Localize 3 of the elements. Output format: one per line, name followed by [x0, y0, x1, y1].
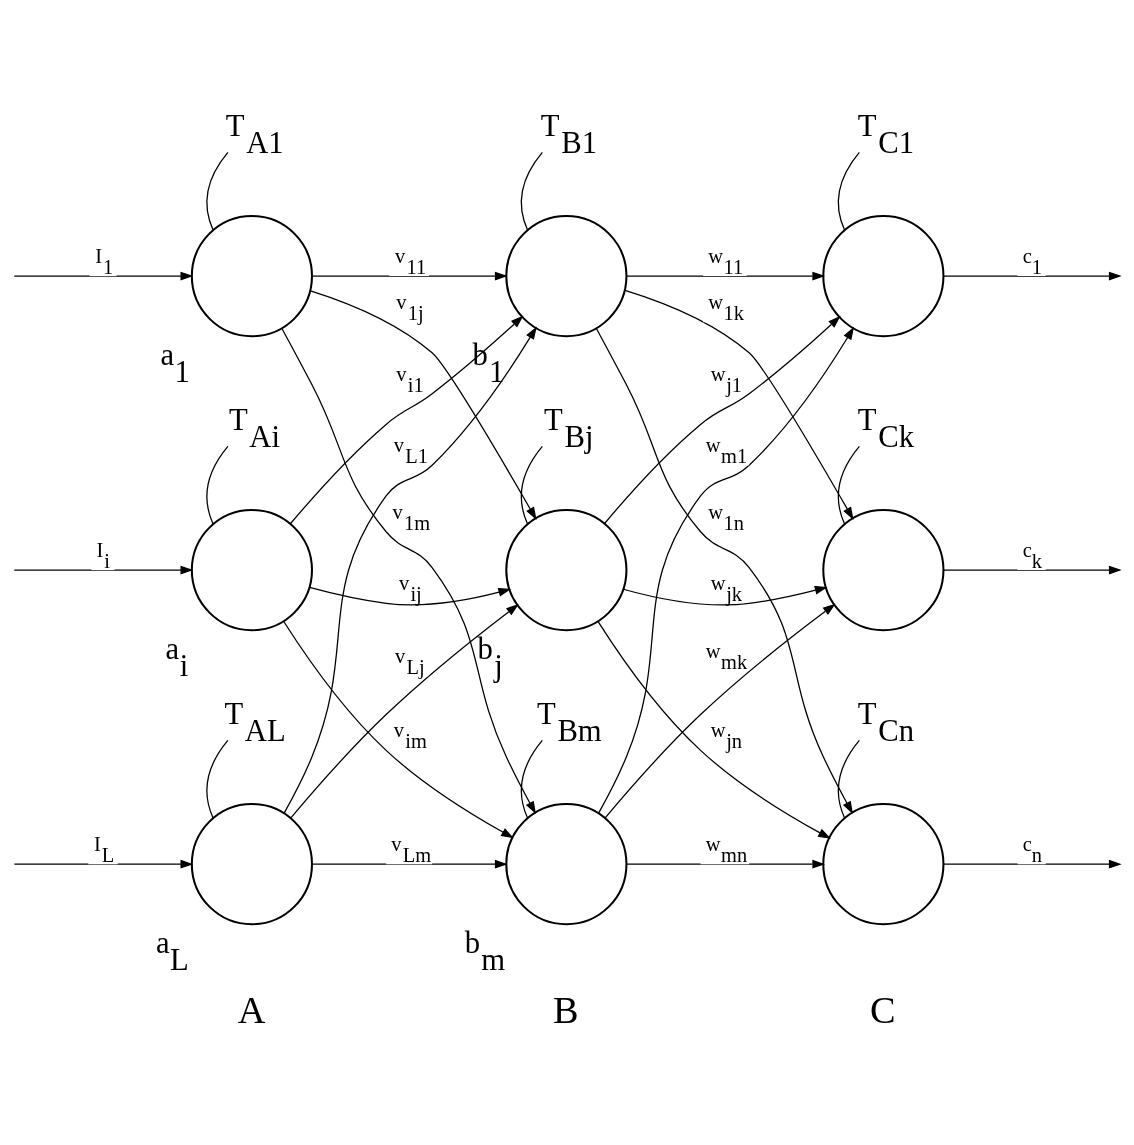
label: B	[552, 988, 579, 1031]
label: C	[869, 988, 896, 1031]
label: A	[237, 988, 266, 1031]
